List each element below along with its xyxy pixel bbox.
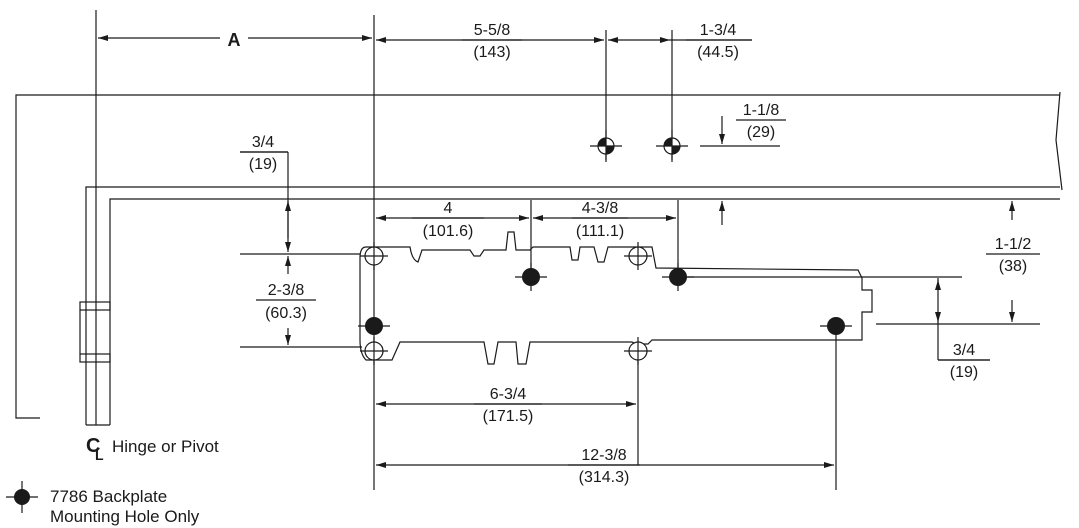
hinge-label: Hinge or Pivot xyxy=(112,437,219,456)
dim-1-1-2-top: 1-1/2 xyxy=(995,236,1032,253)
dim-2-3-8-bottom: (60.3) xyxy=(265,305,307,322)
dim-1-1-8-bottom: (29) xyxy=(747,124,775,141)
dim-6-3-4-bottom: (171.5) xyxy=(483,408,534,425)
legend-symbol xyxy=(6,481,38,513)
dimension-lines xyxy=(98,15,1040,490)
door-frame-outline xyxy=(15,10,1063,426)
dim-12-3-8-bottom: (314.3) xyxy=(579,469,630,486)
dim-1-1-2-bottom: (38) xyxy=(999,258,1027,275)
dim-1-3-4-top: 1-3/4 xyxy=(700,22,737,39)
backplate-outline xyxy=(359,231,873,365)
dim-1-3-4-bottom: (44.5) xyxy=(697,44,739,61)
dim-4-3-8-bottom: (111.1) xyxy=(576,223,624,240)
dim-4-3-8-top: 4-3/8 xyxy=(582,200,619,217)
centerline-symbol-sub: L xyxy=(95,447,104,463)
hinge xyxy=(79,301,111,363)
dim-4-bottom: (101.6) xyxy=(423,223,474,240)
fraction-bars xyxy=(240,39,1040,466)
dim-3-4-right-top: 3/4 xyxy=(953,342,975,359)
target-mark xyxy=(590,130,622,162)
dim-6-3-4-top: 6-3/4 xyxy=(490,386,527,403)
centerline-symbol: C xyxy=(86,435,100,457)
dim-4-top: 4 xyxy=(444,200,453,217)
dim-5-5-8-top: 5-5/8 xyxy=(474,22,511,39)
dim-5-5-8-bottom: (143) xyxy=(473,44,510,61)
dim-3-4-left-top: 3/4 xyxy=(252,134,274,151)
dim-2-3-8-top: 2-3/8 xyxy=(268,282,305,299)
dim-3-4-left-bottom: (19) xyxy=(249,156,277,173)
dim-1-1-8-top: 1-1/8 xyxy=(743,102,780,119)
legend-line-1: 7786 Backplate xyxy=(50,487,167,506)
target-mark xyxy=(656,130,688,162)
mounting-holes xyxy=(358,130,852,365)
dim-3-4-right-bottom: (19) xyxy=(950,364,978,381)
dimension-a-label: A xyxy=(228,30,241,50)
dim-12-3-8-top: 12-3/8 xyxy=(581,447,626,464)
legend-line-2: Mounting Hole Only xyxy=(50,507,200,526)
